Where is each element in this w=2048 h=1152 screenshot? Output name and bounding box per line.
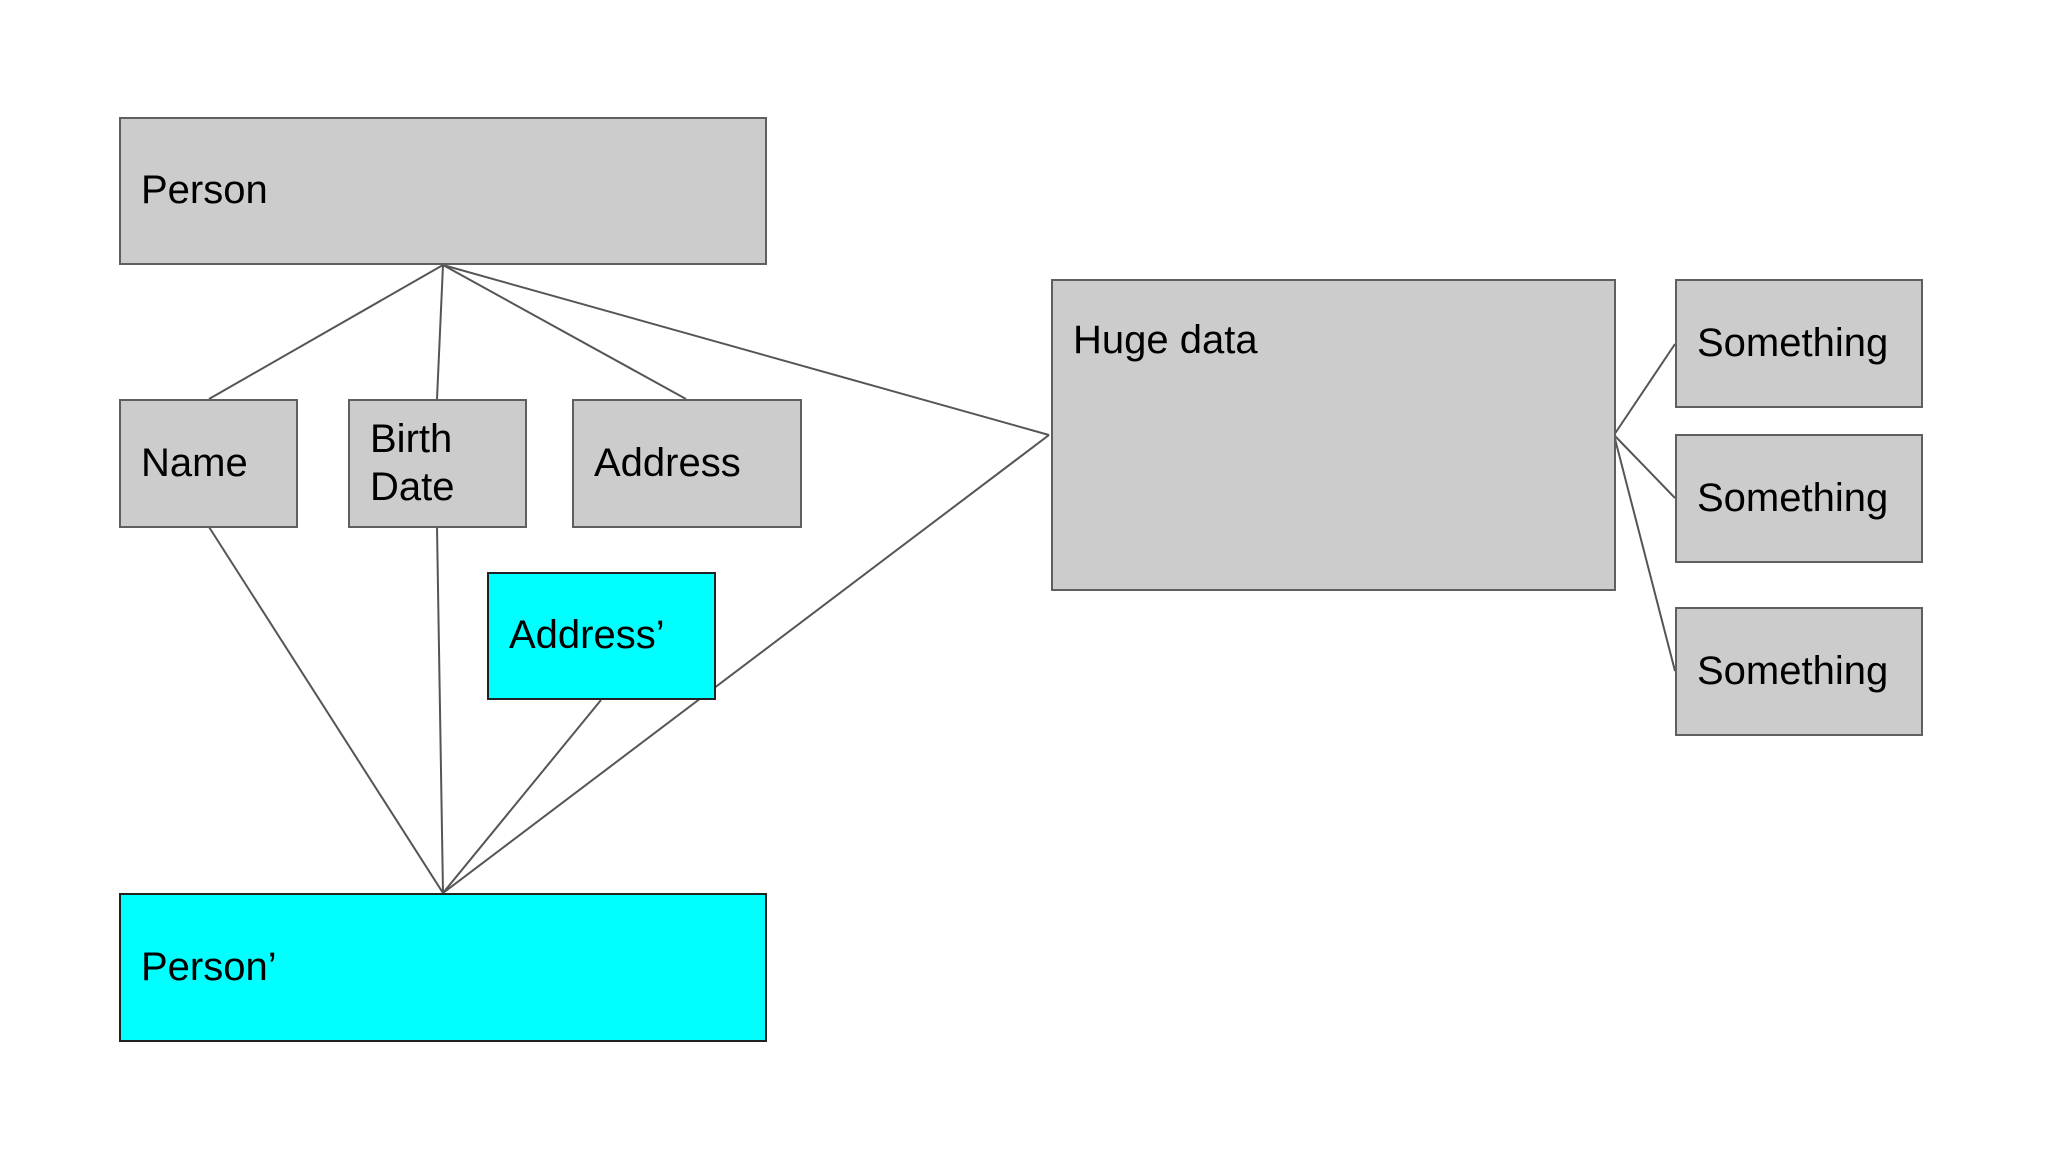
name-node[interactable]: Name bbox=[119, 399, 298, 528]
edge-huge-data-something-3 bbox=[1613, 434, 1676, 672]
something-label-1: Something bbox=[1697, 320, 1889, 365]
something-node-3[interactable]: Something bbox=[1675, 607, 1923, 736]
address-label: Address bbox=[594, 440, 741, 485]
something-node-1[interactable]: Something bbox=[1675, 279, 1923, 408]
edge-person-name bbox=[208, 264, 444, 400]
something-label-3: Something bbox=[1697, 648, 1889, 693]
birth-date-node[interactable]: Birth Date bbox=[348, 399, 527, 528]
edge-huge-data-something-1 bbox=[1613, 343, 1676, 436]
edge-birth-date-person-prime bbox=[436, 526, 444, 894]
address-node[interactable]: Address bbox=[572, 399, 802, 528]
huge-data-label: Huge data bbox=[1073, 318, 1258, 362]
birth-date-label: Birth Date bbox=[370, 417, 455, 509]
person-node[interactable]: Person bbox=[119, 117, 767, 265]
edge-person-huge-data bbox=[442, 264, 1050, 436]
address-prime-label: Address’ bbox=[509, 613, 665, 658]
name-label: Name bbox=[141, 440, 248, 485]
person-prime-label: Person’ bbox=[141, 944, 277, 989]
huge-data-node[interactable]: Huge data bbox=[1051, 279, 1616, 591]
edge-person-address bbox=[442, 264, 687, 400]
something-node-2[interactable]: Something bbox=[1675, 434, 1923, 563]
edge-person-birth-date bbox=[436, 264, 444, 400]
address-prime-node[interactable]: Address’ bbox=[487, 572, 716, 700]
edge-huge-data-something-2 bbox=[1613, 434, 1676, 499]
person-prime-node[interactable]: Person’ bbox=[119, 893, 767, 1042]
edge-huge-data-person-prime bbox=[442, 434, 1050, 894]
edge-name-person-prime bbox=[208, 526, 444, 894]
person-label: Person bbox=[141, 168, 268, 213]
edge-address-prime-person-prime bbox=[442, 699, 602, 894]
something-label-2: Something bbox=[1697, 475, 1889, 520]
